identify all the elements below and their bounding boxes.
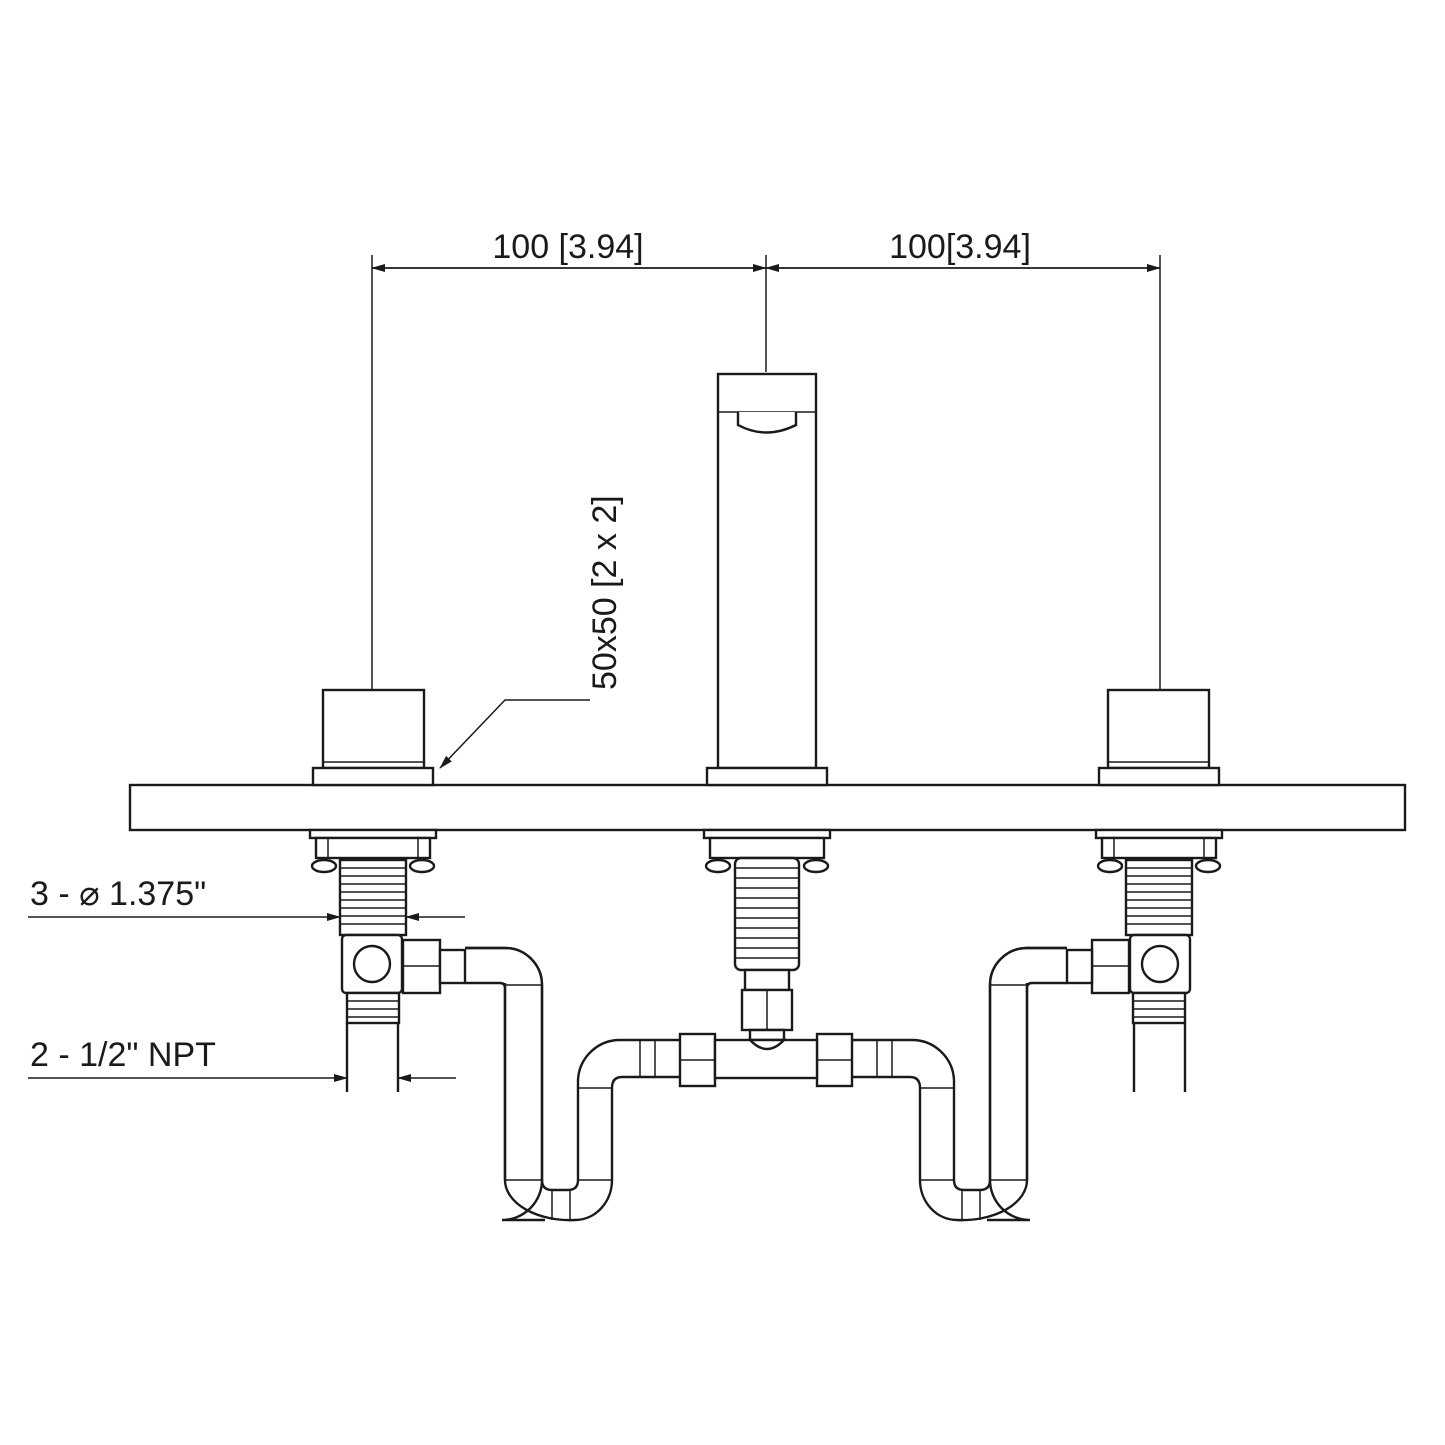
handle-size-callout: 50x50 [2 x 2] [439,495,624,769]
handle-size-label: 50x50 [2 x 2] [586,495,624,690]
right-valve-assembly [815,688,1224,1222]
spacing-dimension: 100 [3.94] 100[3.94] [371,228,1161,690]
left-spacing-label: 100 [3.94] [492,228,643,266]
right-spacing-label: 100[3.94] [889,228,1031,266]
spout [702,372,832,1080]
inlet-thread-dimension: 2 - 1/2" NPT [28,1036,456,1082]
aerator [736,412,798,434]
hole-diameter-label: 3 - ⌀ 1.375" [30,875,206,913]
left-valve-assembly [308,688,717,1222]
hole-diameter-dimension: 3 - ⌀ 1.375" [28,875,465,921]
inlet-thread-label: 2 - 1/2" NPT [30,1036,216,1074]
deck-plate [128,783,1407,832]
